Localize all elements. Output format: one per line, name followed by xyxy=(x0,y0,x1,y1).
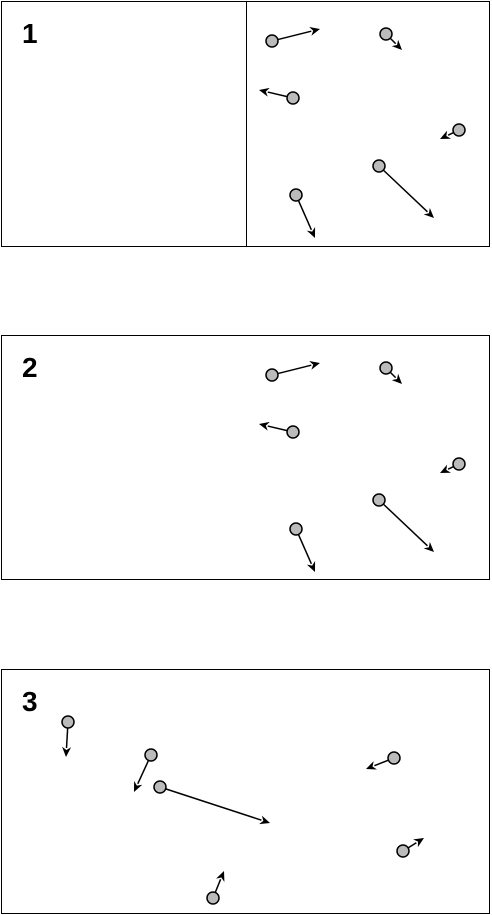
panel-1-arrowhead-3 xyxy=(259,87,270,97)
panel-2-particle-5 xyxy=(372,493,386,507)
panel-3-arrowhead-4 xyxy=(366,761,377,770)
panel-3-arrowhead-1 xyxy=(62,746,72,757)
panel-1-particle-2 xyxy=(379,27,393,41)
panel-1-arrowhead-4 xyxy=(440,130,451,139)
panel-1-arrowhead-5 xyxy=(423,207,434,218)
panel-1-velocity-arrow-4 xyxy=(447,131,454,136)
panel-3-velocity-arrow-1 xyxy=(65,727,69,749)
panel-3-particle-1 xyxy=(61,715,75,729)
panel-3-arrowhead-2 xyxy=(134,781,143,792)
panel-2-velocity-arrow-2 xyxy=(389,371,397,379)
panel-3-velocity-arrow-5 xyxy=(407,842,417,849)
panel-1-velocity-arrow-1 xyxy=(277,30,312,41)
panel-label: 3 xyxy=(22,686,38,717)
panel-2-particle-2 xyxy=(379,361,393,375)
panel-1-velocity-arrow-5 xyxy=(382,169,428,213)
panel-1-particle-1 xyxy=(265,34,279,48)
panel-3-particle-2 xyxy=(144,748,158,762)
panel-2-arrowhead-1 xyxy=(309,361,320,370)
panel-divider xyxy=(246,2,247,246)
panel-1-particle-6 xyxy=(289,188,303,202)
panel-2-particle-6 xyxy=(289,522,303,536)
panel-2-velocity-arrow-3 xyxy=(267,425,288,432)
panel-1-arrowhead-2 xyxy=(391,39,402,50)
panel-3-velocity-arrow-3 xyxy=(165,788,262,821)
panel-3-particle-5 xyxy=(396,844,410,858)
panel-1-velocity-arrow-3 xyxy=(267,91,288,98)
panel-1-arrowhead-6 xyxy=(306,227,316,238)
panel-2-particle-3 xyxy=(286,425,300,439)
panel-1-particle-4 xyxy=(452,123,466,137)
panel-2-velocity-arrow-5 xyxy=(382,503,428,547)
panel-3-velocity-arrow-6 xyxy=(214,879,222,893)
panel-1-arrowhead-1 xyxy=(309,27,320,36)
panel-2-arrowhead-5 xyxy=(423,541,434,552)
panel-1-velocity-arrow-2 xyxy=(389,37,397,45)
panel-3-particle-4 xyxy=(387,751,401,765)
panel-3-velocity-arrow-4 xyxy=(374,759,389,767)
panel-2: 2 xyxy=(1,335,490,580)
panel-label: 2 xyxy=(22,352,38,383)
panel-3-velocity-arrow-2 xyxy=(137,760,150,785)
panel-2-velocity-arrow-1 xyxy=(277,364,312,375)
panel-2-velocity-arrow-4 xyxy=(447,465,454,470)
panel-3-particle-6 xyxy=(206,891,220,905)
panel-2-arrowhead-2 xyxy=(391,373,402,384)
panel-1-particle-3 xyxy=(286,91,300,105)
panel-3-arrowhead-3 xyxy=(259,815,270,825)
panel-1-particle-5 xyxy=(372,159,386,173)
panel-2-arrowhead-3 xyxy=(259,421,270,431)
panel-3: 3 xyxy=(1,669,490,914)
panel-2-velocity-arrow-6 xyxy=(297,534,313,565)
panel-2-arrowhead-4 xyxy=(440,464,451,473)
panel-2-particle-1 xyxy=(265,368,279,382)
panel-1: 1 xyxy=(1,1,490,247)
panel-3-particle-3 xyxy=(153,780,167,794)
panel-3-arrowhead-5 xyxy=(413,838,424,848)
panel-2-particle-4 xyxy=(452,457,466,471)
panel-2-arrowhead-6 xyxy=(306,561,316,572)
panel-1-velocity-arrow-6 xyxy=(297,200,313,231)
panel-3-arrowhead-6 xyxy=(216,871,225,882)
panel-label: 1 xyxy=(22,18,38,49)
